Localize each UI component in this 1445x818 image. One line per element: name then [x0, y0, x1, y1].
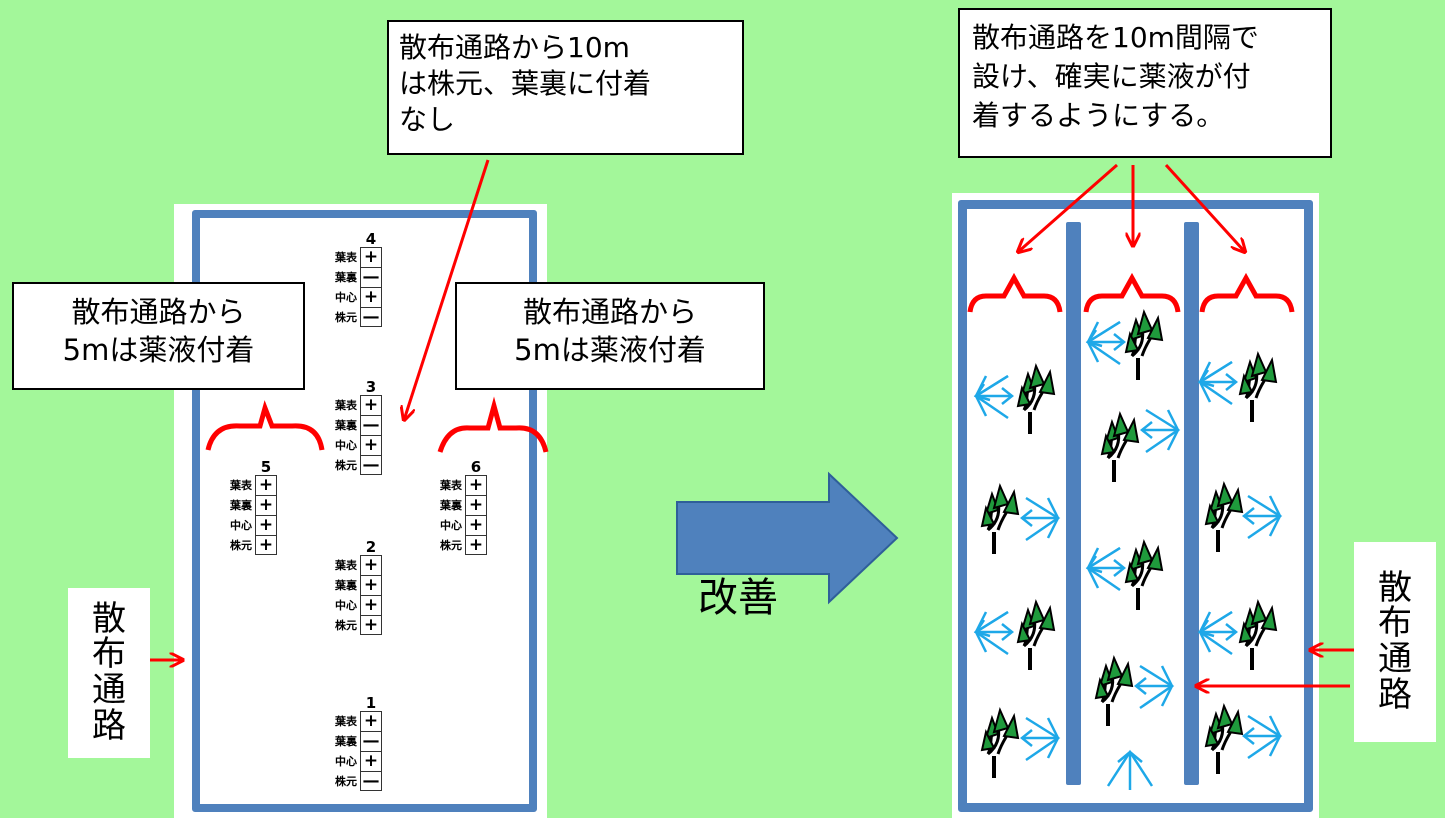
result-cell: —	[360, 415, 382, 435]
left-brace-icon	[205, 400, 325, 451]
sample-point-number: 1	[365, 694, 377, 712]
row-label: 中心	[335, 439, 357, 452]
brace-icon-3	[1199, 272, 1295, 313]
callout-line: 設け、確実に薬液が付	[972, 60, 1251, 94]
row-label: 葉裏	[335, 579, 357, 592]
sample-point-3: 3 葉表+ 葉裏— 中心+ 株元—	[330, 380, 382, 475]
row-label: 葉裏	[335, 735, 357, 748]
result-cell: +	[360, 711, 382, 731]
row-label: 葉表	[230, 479, 252, 492]
result-cell: +	[255, 495, 277, 515]
callout-line: 5mは薬液付着	[514, 332, 706, 367]
sample-point-5: 5 葉表+ 葉裏+ 中心+ 株元+	[225, 460, 277, 555]
vertical-char: 路	[1378, 674, 1412, 715]
result-cell: —	[360, 771, 382, 791]
right-field-frame	[958, 200, 1313, 812]
row-label: 葉表	[335, 251, 357, 264]
vertical-char: 路	[92, 705, 126, 746]
sample-point-number: 4	[365, 230, 377, 248]
row-label: 株元	[335, 775, 357, 788]
result-cell: +	[360, 247, 382, 267]
callout-no-coverage: 散布通路から10m は株元、葉裏に付着 なし	[387, 20, 744, 155]
result-cell: +	[360, 595, 382, 615]
brace-icon-2	[1083, 272, 1181, 313]
vertical-char: 散	[92, 598, 126, 639]
result-cell: +	[360, 555, 382, 575]
callout-pointer-arrow	[404, 159, 490, 420]
row-label: 株元	[440, 539, 462, 552]
result-cell: —	[360, 307, 382, 327]
result-cell: —	[360, 267, 382, 287]
sample-point-number: 5	[260, 458, 272, 476]
callout-left-coverage: 散布通路から 5mは薬液付着	[12, 282, 305, 390]
result-cell: +	[360, 615, 382, 635]
callout-line: 散布通路を10m間隔で	[972, 21, 1259, 54]
sample-point-number: 3	[365, 378, 377, 396]
callout-line: 散布通路から10m	[399, 31, 630, 64]
row-label: 株元	[230, 539, 252, 552]
right-brace-icon	[437, 396, 549, 453]
sample-point-2: 2 葉表+ 葉裏+ 中心+ 株元+	[330, 540, 382, 635]
result-cell: —	[360, 731, 382, 751]
row-label: 葉表	[440, 479, 462, 492]
result-cell: +	[360, 287, 382, 307]
result-cell: +	[465, 475, 487, 495]
row-label: 中心	[440, 519, 462, 532]
row-label: 葉表	[335, 559, 357, 572]
left-spray-path-label: 散 布 通 路	[68, 588, 150, 758]
row-label: 中心	[335, 755, 357, 768]
callout-line: なし	[399, 102, 456, 136]
result-cell: +	[465, 495, 487, 515]
row-label: 葉裏	[335, 419, 357, 432]
result-cell: +	[255, 475, 277, 495]
result-cell: +	[360, 395, 382, 415]
row-label: 中心	[335, 291, 357, 304]
row-label: 株元	[335, 619, 357, 632]
result-cell: +	[465, 535, 487, 555]
result-cell: +	[255, 535, 277, 555]
result-cell: +	[360, 435, 382, 455]
brace-icon-1	[967, 272, 1063, 313]
callout-right-coverage: 散布通路から 5mは薬液付着	[455, 282, 765, 390]
sample-point-4: 4 葉表+ 葉裏— 中心+ 株元—	[330, 232, 382, 327]
row-label: 葉裏	[440, 499, 462, 512]
row-label: 葉裏	[335, 271, 357, 284]
vertical-char: 布	[92, 634, 126, 675]
row-label: 株元	[335, 459, 357, 472]
row-label: 中心	[335, 599, 357, 612]
callout-line: 着するようにする。	[972, 99, 1225, 133]
row-label: 葉表	[335, 715, 357, 728]
callout-line: 散布通路から	[522, 295, 697, 329]
result-cell: —	[360, 455, 382, 475]
spray-arrows-up-icon	[1106, 749, 1154, 790]
callout-line: 5mは薬液付着	[62, 332, 255, 367]
improve-arrow-icon	[676, 471, 899, 605]
sample-point-number: 2	[365, 538, 377, 556]
row-label: 葉裏	[230, 499, 252, 512]
callout-improvement-plan: 散布通路を10m間隔で 設け、確実に薬液が付 着するようにする。	[958, 8, 1332, 158]
pointer-arrow-left	[1018, 163, 1118, 252]
sample-point-6: 6 葉表+ 葉裏+ 中心+ 株元+	[435, 460, 487, 555]
vertical-char: 通	[1378, 639, 1412, 679]
vertical-char: 散	[1378, 567, 1412, 608]
result-cell: +	[255, 515, 277, 535]
spray-path-bar-1	[1066, 222, 1081, 785]
result-cell: +	[465, 515, 487, 535]
sample-point-number: 6	[470, 458, 482, 476]
right-spray-path-label: 散 布 通 路	[1354, 542, 1436, 742]
result-cell: +	[360, 751, 382, 771]
sample-point-1: 1 葉表+ 葉裏— 中心+ 株元—	[330, 696, 382, 791]
callout-line: は株元、葉裏に付着	[399, 66, 652, 100]
row-label: 葉表	[335, 399, 357, 412]
improvement-label: 改善	[698, 575, 778, 621]
vertical-char: 通	[92, 670, 126, 710]
spray-path-bar-2	[1184, 222, 1199, 785]
result-cell: +	[360, 575, 382, 595]
pointer-arrow-right	[1164, 163, 1245, 252]
callout-line: 散布通路から	[71, 295, 246, 329]
vertical-char: 布	[1378, 603, 1412, 644]
row-label: 株元	[335, 311, 357, 324]
row-label: 中心	[230, 519, 252, 532]
